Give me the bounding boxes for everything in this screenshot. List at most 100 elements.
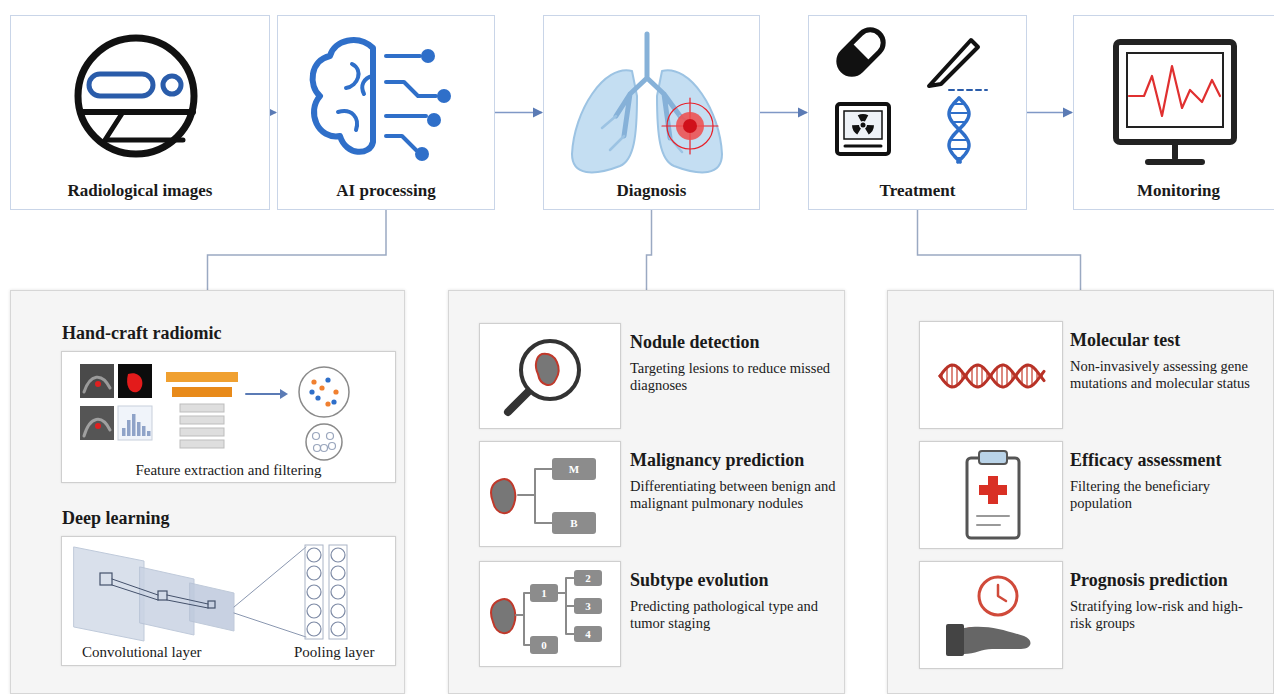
node-text: Stratifying low-risk and high-risk group… <box>1070 598 1262 631</box>
icon-shape <box>1026 366 1028 386</box>
icon-shape <box>180 404 224 412</box>
icon-shape <box>952 139 966 141</box>
icon-shape <box>386 54 420 58</box>
icon-shape <box>307 585 321 599</box>
icon-box: Malignancy predictionDifferentiating bet… <box>479 441 621 547</box>
node-text: Targeting lesions to reduce missed diagn… <box>630 360 842 393</box>
icon-shape <box>331 585 345 599</box>
box-label: 3 <box>574 598 602 614</box>
icon-shape <box>333 389 338 394</box>
icon-box: Molecular testNon-invasively assessing g… <box>919 321 1063 429</box>
icon-illustration <box>920 442 1062 548</box>
icon-shape <box>118 406 152 440</box>
icon-shape <box>325 401 330 406</box>
flow-arrow <box>760 112 807 114</box>
process-box: Radiological images <box>10 15 270 210</box>
icon-shape <box>280 389 288 399</box>
box-label: 0 <box>530 636 558 654</box>
icon-shape <box>234 547 306 637</box>
icon-shape <box>552 458 596 480</box>
icon-shape <box>979 485 1007 495</box>
icon-shape <box>852 125 861 134</box>
icon-shape <box>837 104 889 154</box>
icon-shape <box>180 440 224 448</box>
icon-box: Subtype evolutionPredicting pathological… <box>479 561 621 667</box>
icon-shape <box>137 422 141 436</box>
box-label: 1 <box>530 584 558 602</box>
flow-arrow <box>495 112 542 114</box>
icon-shape <box>331 399 336 404</box>
icon-shape <box>956 367 958 384</box>
icon-shape <box>142 426 146 436</box>
icon-shape <box>852 114 874 134</box>
icon-shape <box>122 428 126 436</box>
icon-shape <box>331 548 345 562</box>
icon-shape <box>311 379 316 384</box>
icon-box: Prognosis predictionStratifying low-risk… <box>919 561 1063 669</box>
node-heading: Diagnosis <box>544 181 759 201</box>
flow-arrow <box>1027 112 1072 114</box>
icon-shape <box>329 545 347 639</box>
node-heading: Efficacy assessment <box>1070 450 1262 471</box>
icon-shape <box>530 636 558 654</box>
icon-shape <box>844 111 882 139</box>
node-heading: Malignancy prediction <box>630 450 845 471</box>
icon-shape <box>299 367 349 417</box>
group-panel: Molecular testNon-invasively assessing g… <box>887 290 1274 694</box>
icon-shape <box>833 43 870 80</box>
icon-shape <box>979 451 1007 464</box>
icon-shape <box>1129 66 1220 116</box>
icon-shape <box>307 622 321 636</box>
icon-shape <box>958 130 961 132</box>
icon-shape <box>180 428 224 436</box>
icon-illustration <box>480 324 620 428</box>
icon-box: Efficacy assessmentFiltering the benefic… <box>919 441 1063 549</box>
box-label: 2 <box>574 570 602 586</box>
icon-shape <box>84 419 110 436</box>
node-heading: Monitoring <box>1074 181 1274 201</box>
icon-shape <box>437 89 451 103</box>
icon-shape <box>536 354 559 385</box>
icon-shape <box>1006 367 1008 384</box>
icon-shape <box>976 366 978 386</box>
icon-shape <box>84 377 110 392</box>
icon-shape <box>833 24 888 79</box>
icon-shape <box>246 393 280 395</box>
icon-shape <box>190 583 234 631</box>
box-label: 4 <box>574 626 602 642</box>
process-box: Diagnosis <box>543 15 760 210</box>
icon-box: Nodule detectionTargeting lesions to red… <box>479 323 621 429</box>
icon-shape <box>491 599 515 633</box>
icon-shape <box>89 74 153 96</box>
icon-shape <box>865 125 874 134</box>
icon-shape <box>74 547 144 641</box>
node-text: Non-invasively assessing gene mutations … <box>1070 358 1262 391</box>
icon-illustration <box>920 322 1062 428</box>
node-heading: Treatment <box>809 181 1026 201</box>
icon-illustration <box>544 16 759 209</box>
icon-shape <box>325 377 330 382</box>
icon-illustration <box>480 562 620 666</box>
icon-shape <box>1148 142 1202 162</box>
icon-shape <box>147 431 151 436</box>
icon-shape <box>683 119 697 133</box>
icon-shape <box>940 365 1044 387</box>
icon-shape <box>662 98 718 154</box>
icon-shape <box>951 112 967 114</box>
icon-shape <box>996 369 998 384</box>
icon-shape <box>521 341 579 399</box>
icon-illustration <box>480 442 620 546</box>
icon-shape <box>95 381 101 387</box>
icon-shape <box>208 601 215 608</box>
icon-shape <box>957 157 961 159</box>
node-heading: Prognosis prediction <box>1070 570 1262 591</box>
icon-shape <box>172 387 232 397</box>
icon-shape <box>314 445 321 452</box>
process-box: AI processing <box>277 15 495 210</box>
icon-shape <box>552 512 596 534</box>
icon-shape <box>313 433 320 440</box>
icon-shape <box>315 395 320 400</box>
icon-shape <box>319 385 324 390</box>
icon-shape <box>80 364 114 398</box>
icon-shape <box>967 458 1019 538</box>
